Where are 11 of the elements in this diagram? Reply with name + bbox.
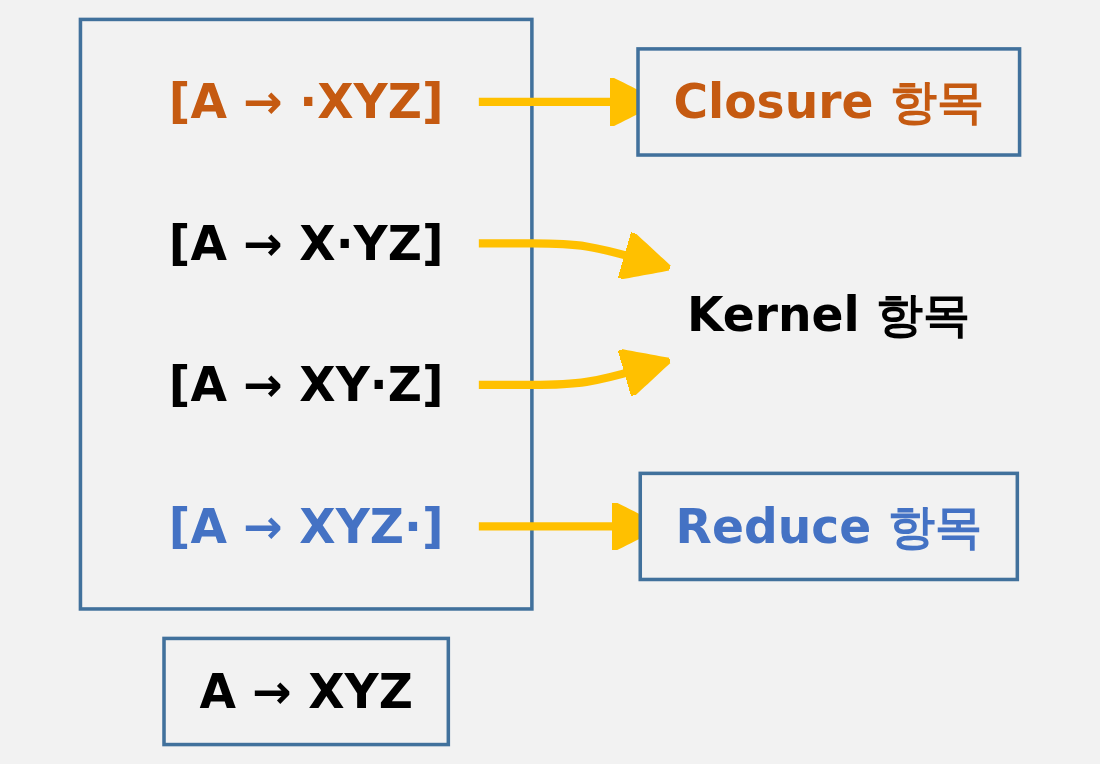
node-text: [A → XYZ·] bbox=[168, 499, 444, 554]
arrow bbox=[478, 229, 673, 280]
node-text: [A → XY·Z] bbox=[168, 357, 444, 413]
node-text: [A → X·YZ] bbox=[168, 216, 444, 271]
node-box: A → XYZ bbox=[162, 636, 451, 747]
node-box: Closure 항목 bbox=[636, 47, 1022, 157]
cluster bbox=[78, 17, 534, 611]
arrow bbox=[478, 348, 673, 399]
node-box: Reduce 항목 bbox=[638, 471, 1020, 582]
node-text: Kernel 항목 bbox=[687, 287, 971, 342]
node-text: [A → ·XYZ] bbox=[168, 74, 444, 130]
